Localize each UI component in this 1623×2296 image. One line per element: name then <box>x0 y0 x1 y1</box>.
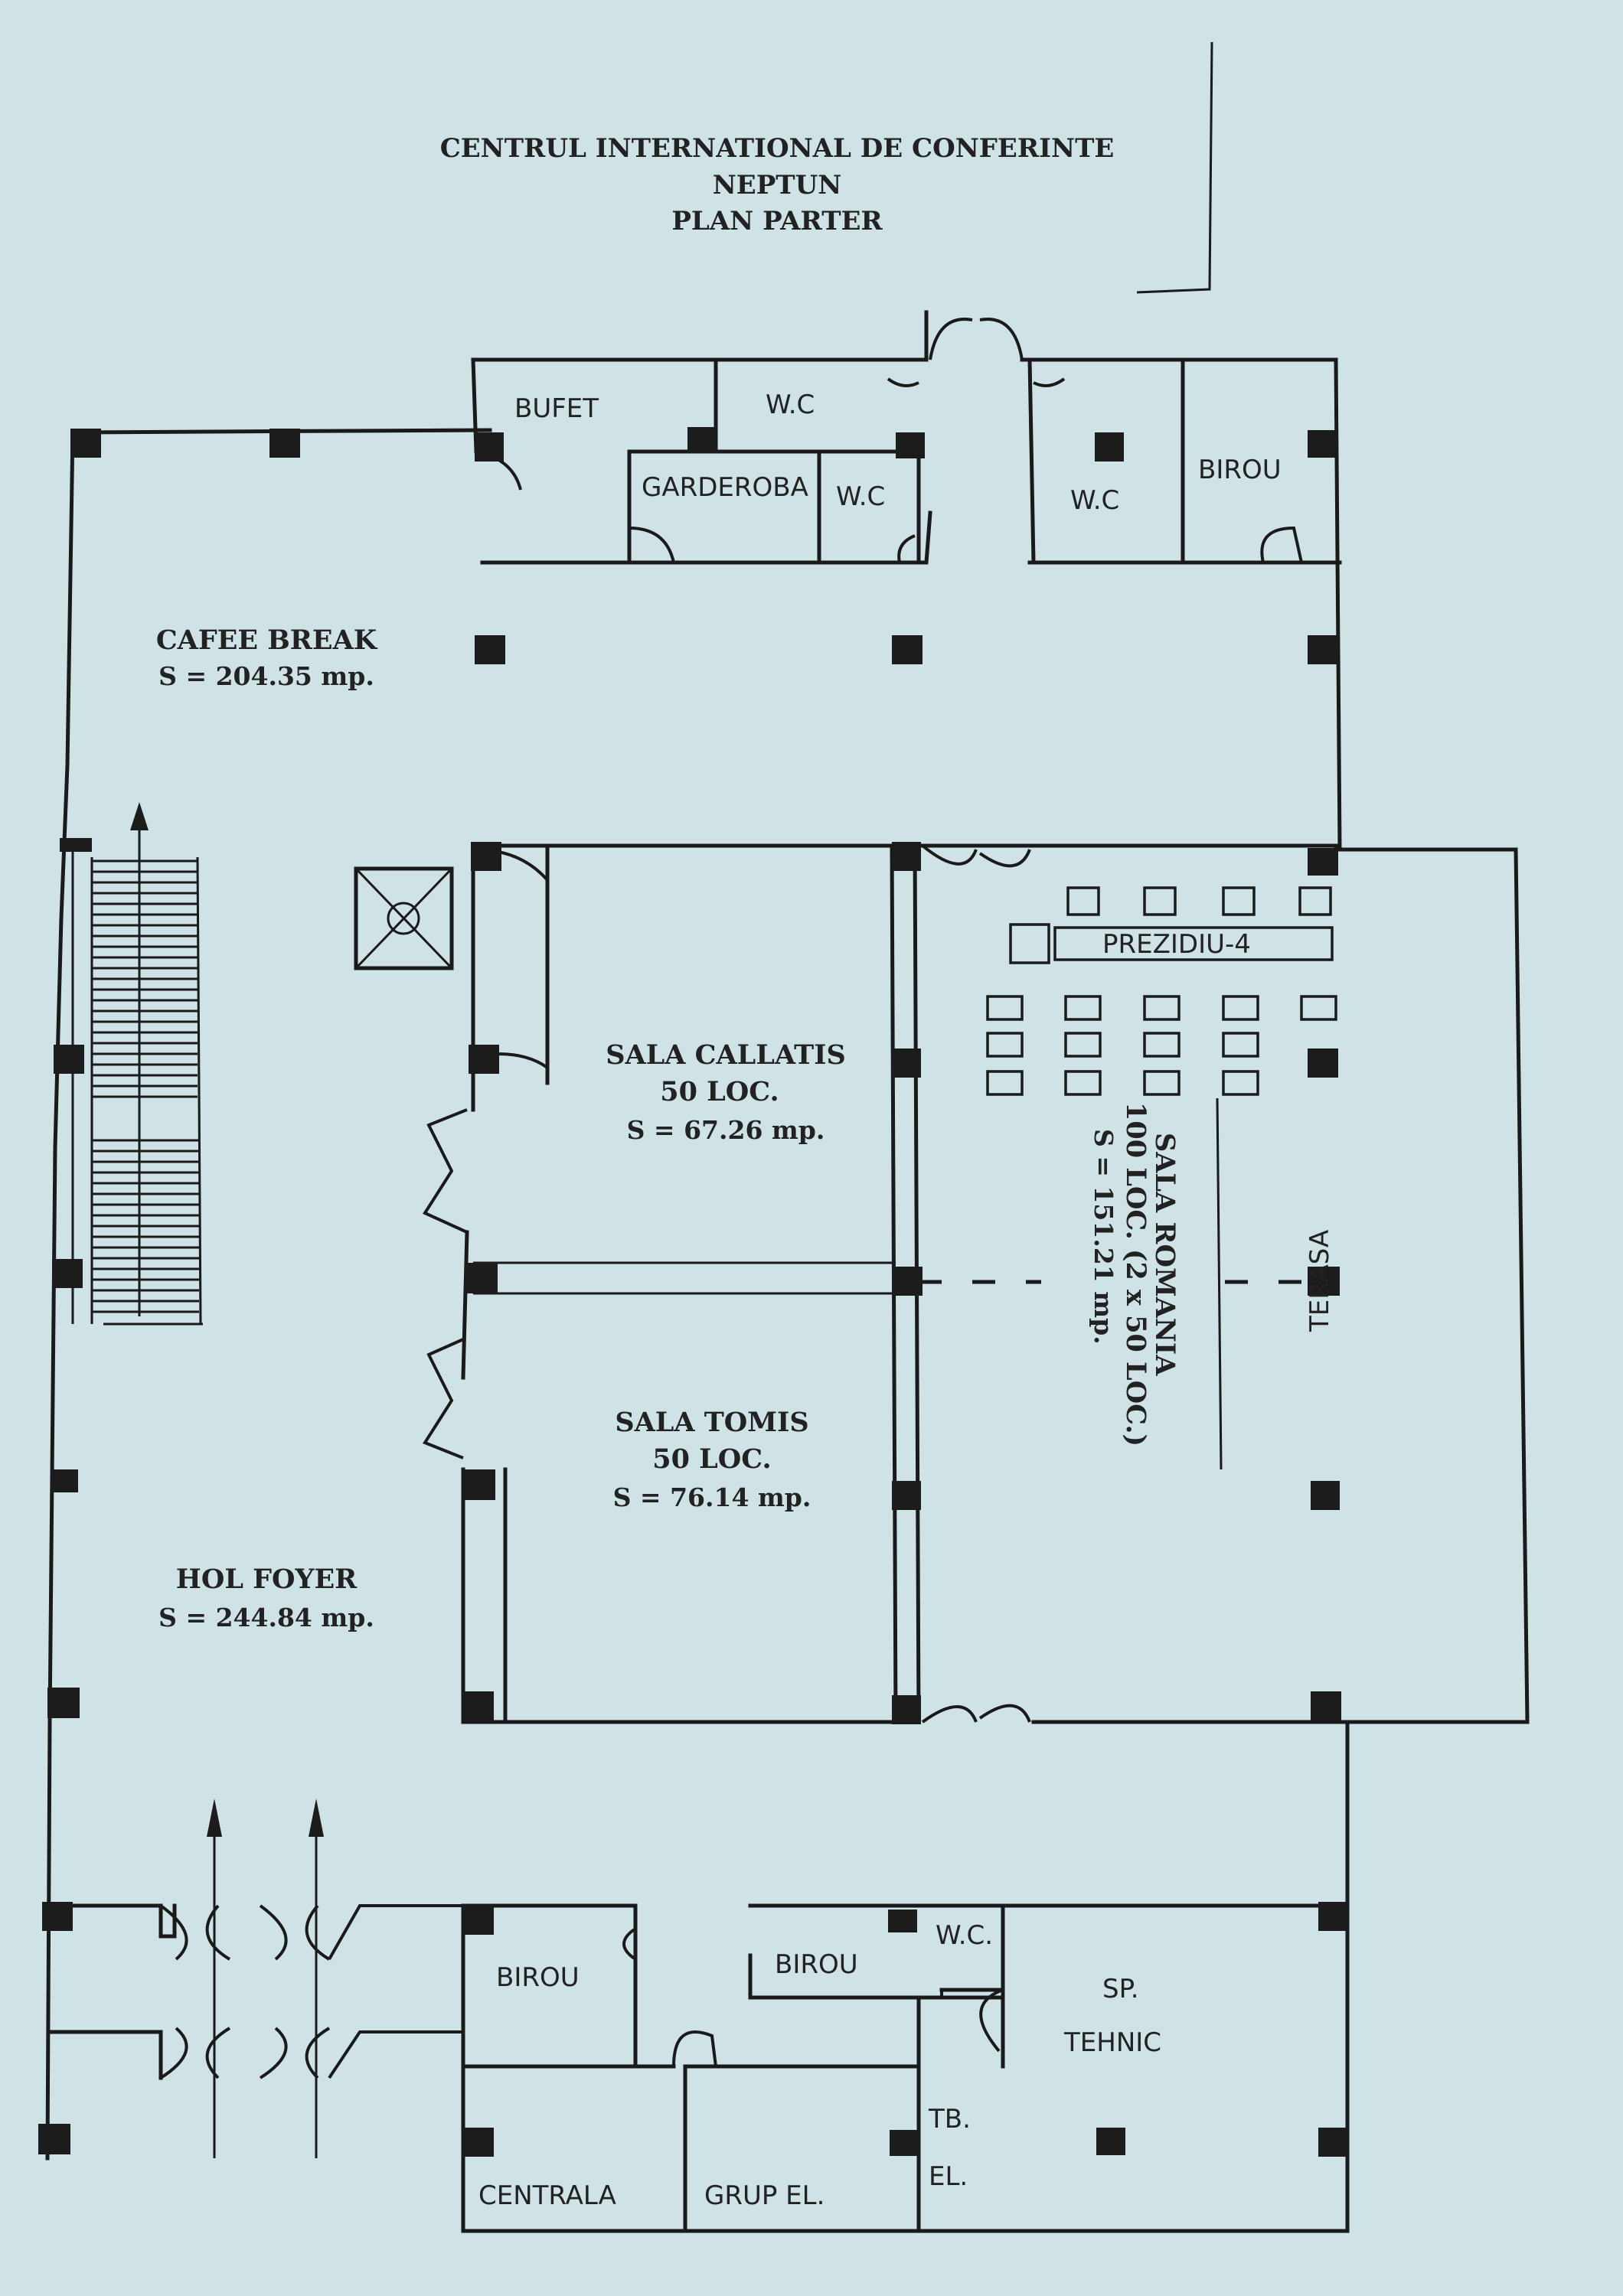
label-birou-left: BIROU <box>496 1962 580 1993</box>
room-sala-romania: SALA ROMANIA 100 LOC. (2 x 50 LOC.) S = … <box>1089 1102 1181 1446</box>
label-wc-2: W.C <box>836 481 885 512</box>
seat <box>1143 995 1181 1021</box>
bottom-rooms <box>461 1903 1350 2233</box>
label-tb: TB. <box>928 2104 971 2135</box>
sala-romania-area: S = 151.21 mp. <box>1089 1129 1118 1345</box>
label-wc-1: W.C <box>766 390 815 420</box>
sala-romania-seating <box>986 886 1337 1096</box>
seat <box>1143 1070 1181 1096</box>
room-cafee-break: CAFEE BREAK S = 204.35 mp. <box>156 625 378 691</box>
stair <box>71 802 203 1326</box>
label-wc-4: W.C. <box>936 1920 993 1951</box>
sala-romania-name: SALA ROMANIA <box>1149 1133 1181 1376</box>
label-bufet: BUFET <box>514 393 599 424</box>
label-el: EL. <box>929 2161 968 2192</box>
seat <box>1064 1032 1102 1058</box>
hol-foyer-area: S = 244.84 mp. <box>158 1603 374 1632</box>
room-sala-tomis: SALA TOMIS 50 LOC. S = 76.14 mp. <box>613 1407 812 1512</box>
label-sp: SP. <box>1102 1974 1139 2004</box>
sala-tomis-seats: 50 LOC. <box>652 1443 771 1475</box>
sala-callatis-seats: 50 LOC. <box>660 1076 779 1107</box>
label-terasa: TERASA <box>1305 1230 1335 1332</box>
sala-callatis-name: SALA CALLATIS <box>606 1039 846 1071</box>
structural-columns <box>38 427 1347 2157</box>
seat <box>986 1032 1024 1058</box>
seat <box>986 1070 1024 1096</box>
sala-romania-seats: 100 LOC. (2 x 50 LOC.) <box>1120 1102 1151 1446</box>
label-prezidiu: PREZIDIU-4 <box>1102 929 1251 960</box>
seat <box>1222 995 1259 1021</box>
label-birou-top: BIROU <box>1198 455 1282 485</box>
title-line-2: NEPTUN <box>713 170 842 201</box>
label-tehnic: TEHNIC <box>1063 2027 1161 2058</box>
title-line-3: PLAN PARTER <box>671 206 883 236</box>
entrance <box>159 1799 463 2158</box>
title-line-1: CENTRUL INTERNATIONAL DE CONFERINTE <box>440 133 1115 164</box>
seat <box>1222 1070 1259 1096</box>
seat <box>1300 995 1337 1021</box>
room-sala-callatis: SALA CALLATIS 50 LOC. S = 67.26 mp. <box>606 1039 846 1145</box>
plan-title: CENTRUL INTERNATIONAL DE CONFERINTE NEPT… <box>440 133 1115 236</box>
cafee-break-name: CAFEE BREAK <box>156 625 378 656</box>
handwritten-labels: BUFET W.C GARDEROBA W.C W.C BIROU PREZID… <box>478 390 1335 2211</box>
sala-tomis-area: S = 76.14 mp. <box>613 1482 812 1512</box>
elevator-shaft <box>354 866 454 970</box>
hol-foyer-name: HOL FOYER <box>176 1564 358 1595</box>
label-centrala: CENTRALA <box>478 2180 616 2211</box>
label-grup-el: GRUP EL. <box>704 2180 825 2211</box>
seat <box>1222 1032 1259 1058</box>
label-garderoba: GARDEROBA <box>642 472 808 503</box>
sala-tomis-name: SALA TOMIS <box>615 1407 808 1438</box>
label-birou-mid: BIROU <box>775 1949 858 1980</box>
seat <box>1143 1032 1181 1058</box>
sala-callatis-area: S = 67.26 mp. <box>627 1115 825 1145</box>
corner-mark <box>1136 41 1213 294</box>
label-wc-3: W.C <box>1070 485 1119 516</box>
room-hol-foyer: HOL FOYER S = 244.84 mp. <box>158 1564 374 1632</box>
seat <box>986 995 1024 1021</box>
seat <box>1064 995 1102 1021</box>
cafee-break-area: S = 204.35 mp. <box>158 661 374 691</box>
seat <box>1064 1070 1102 1096</box>
